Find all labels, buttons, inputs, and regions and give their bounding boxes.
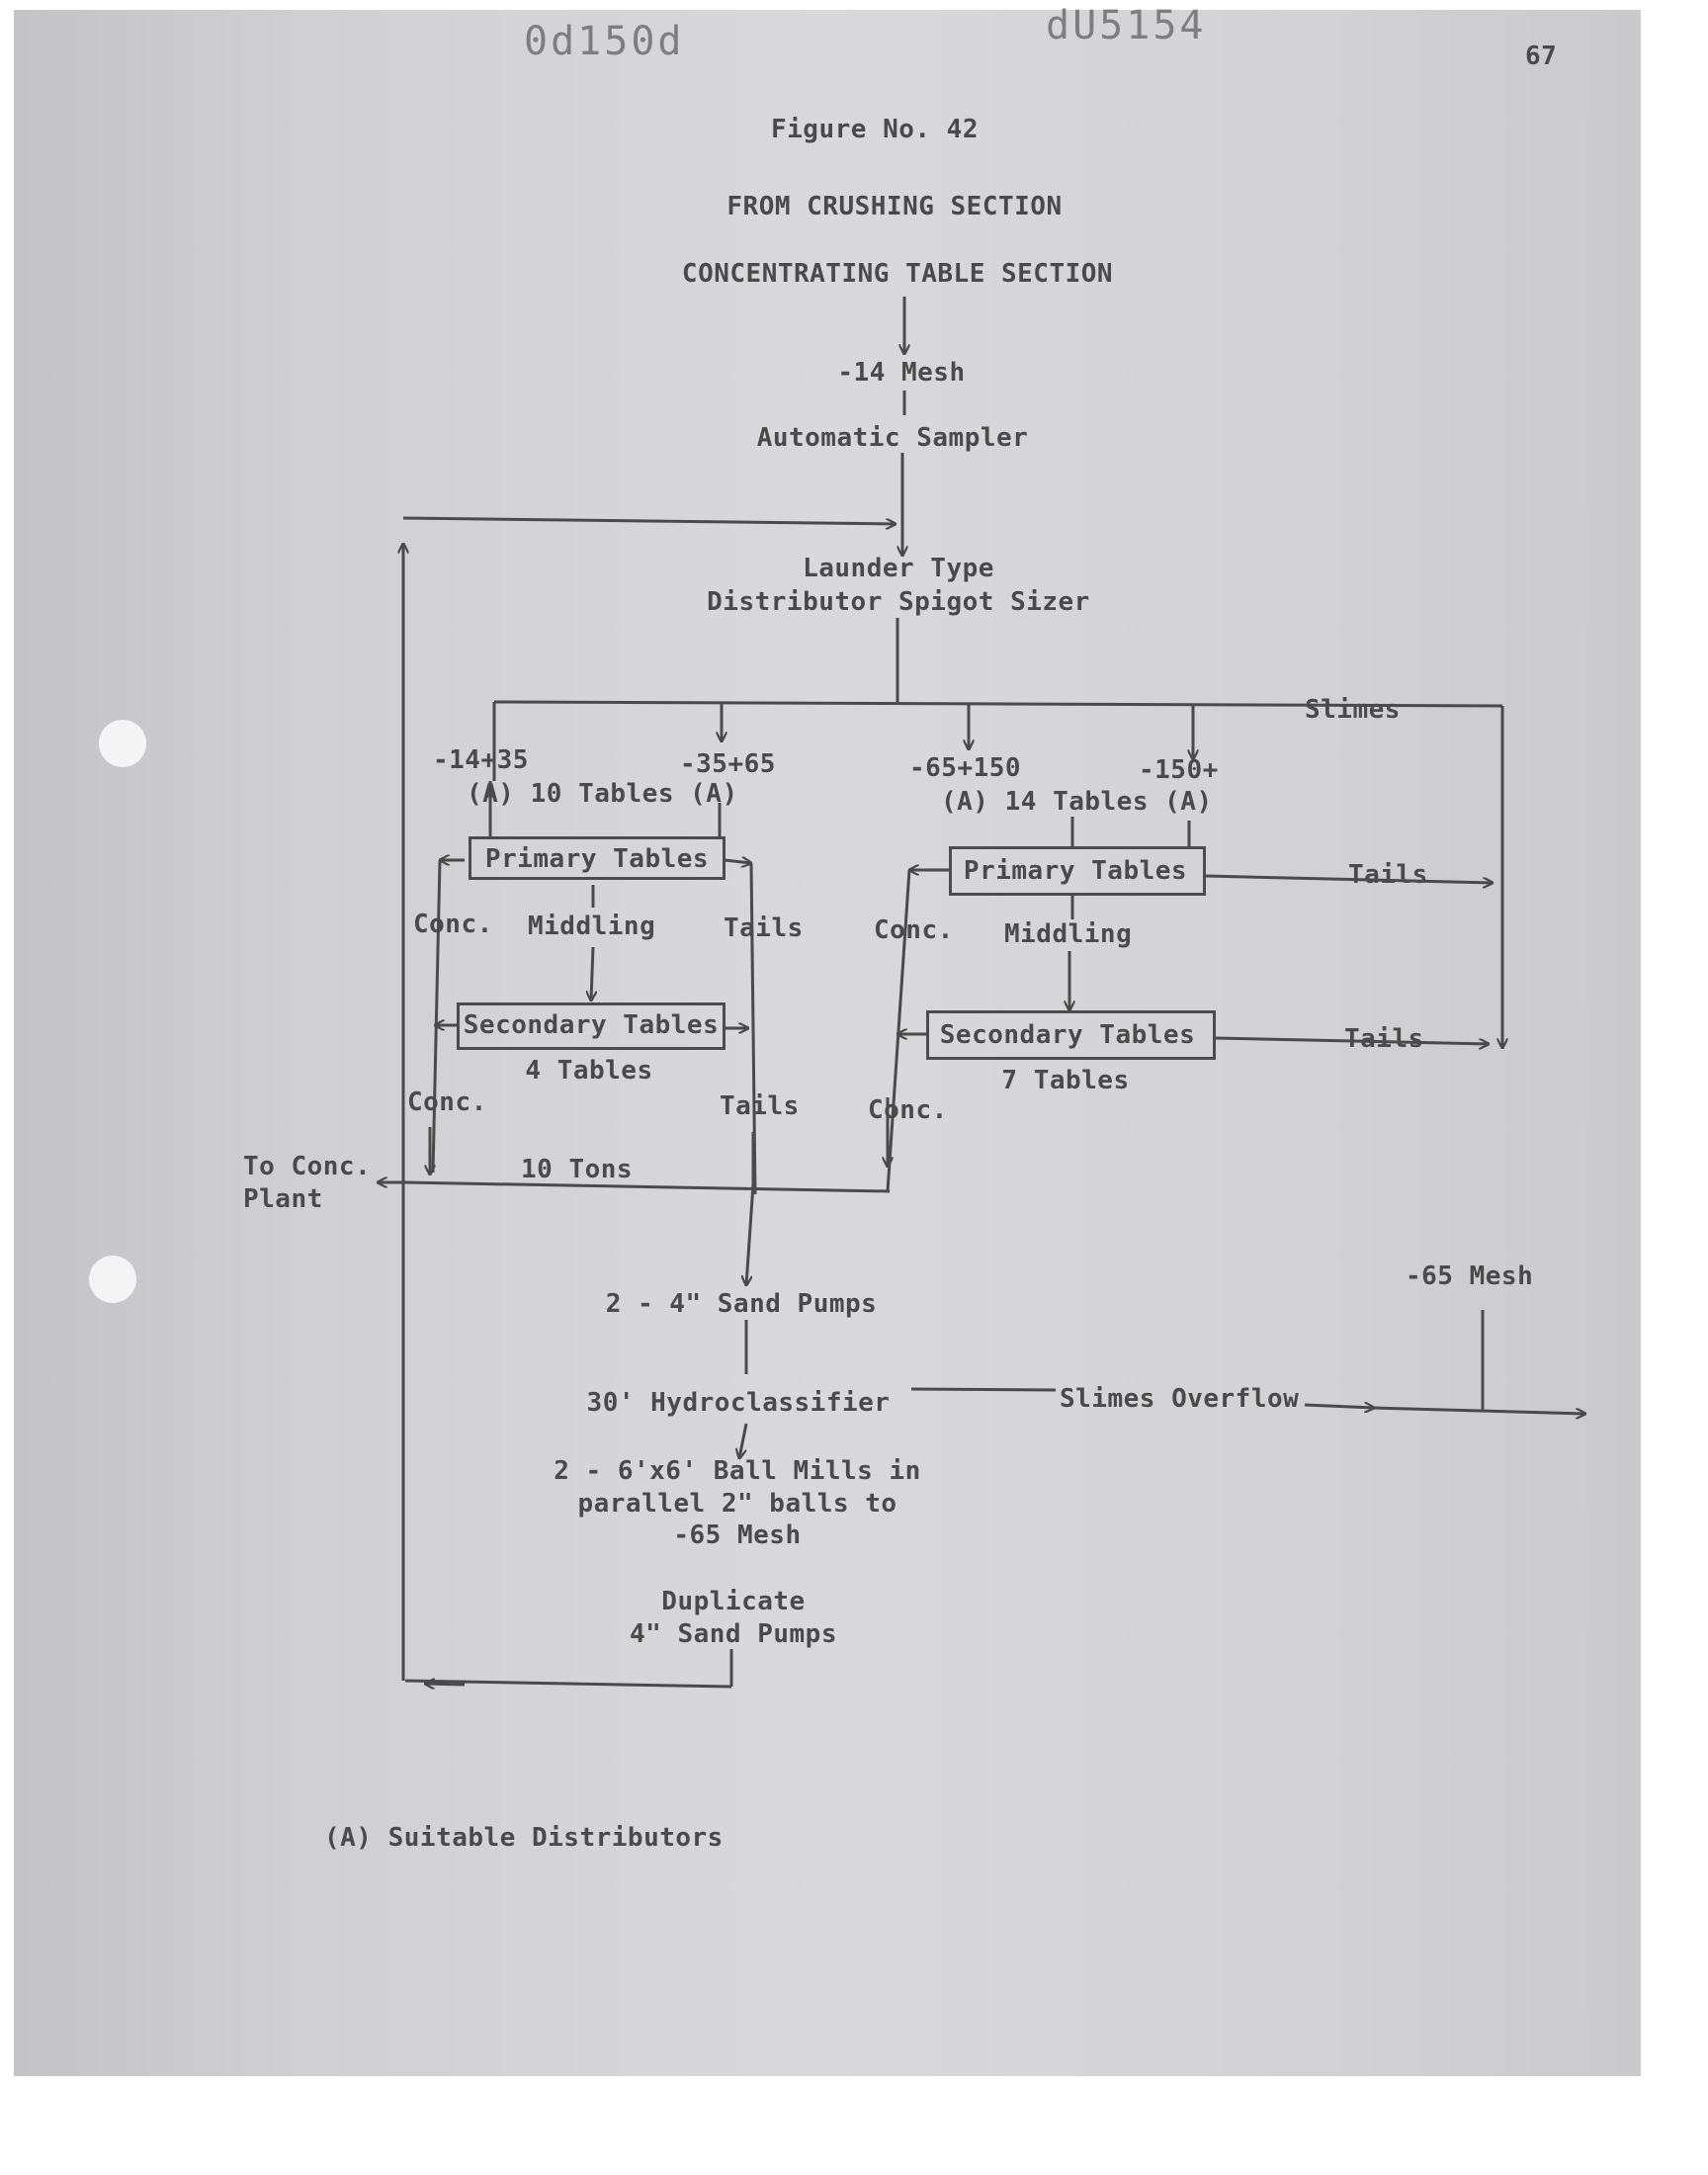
label-left-tables-count: (A) 10 Tables (A) [467, 779, 738, 809]
label-left-size-a: -14+35 [433, 745, 529, 775]
label-right-secondary-count: 7 Tables [1001, 1066, 1130, 1095]
label-left-secondary: Secondary Tables [463, 1010, 720, 1040]
label-left-middling: Middling [528, 912, 656, 941]
label-right-size-a: -65+150 [909, 753, 1022, 783]
figure-title: Figure No. 42 [771, 115, 979, 144]
label-slimes: Slimes [1305, 695, 1401, 725]
document-sheet [14, 10, 1641, 2076]
label-hydroclassifier: 30' Hydroclassifier [586, 1388, 891, 1418]
label-mesh-65: -65 Mesh [1406, 1262, 1534, 1291]
right-primary-box [949, 846, 1206, 896]
label-duplicate-pumps: Duplicate 4" Sand Pumps [630, 1587, 837, 1649]
label-right-tables-count: (A) 14 Tables (A) [941, 787, 1213, 817]
archive-stamp-right: dU5154 [1046, 3, 1207, 48]
label-left-conc-2: Conc. [407, 1088, 487, 1117]
label-right-secondary: Secondary Tables [939, 1020, 1196, 1050]
label-right-conc: Conc. [874, 915, 954, 945]
label-right-middling: Middling [1004, 919, 1133, 949]
label-right-tails-2: Tails [1344, 1024, 1424, 1054]
archive-stamp-left: 0d150d [524, 19, 685, 64]
label-left-tails-2: Tails [720, 1091, 800, 1121]
heading-concentrating: CONCENTRATING TABLE SECTION [681, 259, 1114, 289]
footnote-distributors: (A) Suitable Distributors [324, 1823, 724, 1853]
label-left-conc: Conc. [413, 910, 493, 939]
left-primary-box [469, 836, 726, 880]
label-sand-pumps: 2 - 4" Sand Pumps [605, 1289, 878, 1319]
heading-from-crushing: FROM CRUSHING SECTION [726, 192, 1063, 221]
label-right-tails: Tails [1348, 860, 1428, 890]
label-to-conc-plant: To Conc. Plant [243, 1152, 372, 1214]
label-right-conc-2: Conc. [868, 1095, 948, 1125]
label-automatic-sampler: Automatic Sampler [756, 423, 1029, 453]
label-sizer-line2: Distributor Spigot Sizer [707, 587, 1090, 617]
page-number: 67 [1525, 42, 1558, 71]
right-secondary-box [926, 1010, 1216, 1060]
label-tons: 10 Tons [521, 1155, 634, 1184]
label-left-secondary-count: 4 Tables [525, 1056, 653, 1086]
label-right-size-b: -150+ [1139, 755, 1219, 785]
left-secondary-box [457, 1002, 726, 1050]
punch-hole-bottom [89, 1256, 136, 1303]
label-left-size-b: -35+65 [680, 749, 776, 779]
label-ball-mills: 2 - 6'x6' Ball Mills in parallel 2" ball… [554, 1456, 921, 1550]
punch-hole-top [99, 720, 146, 767]
label-left-primary: Primary Tables [484, 844, 710, 874]
label-right-primary: Primary Tables [963, 856, 1188, 886]
label-left-tails: Tails [724, 914, 804, 943]
label-sizer-line1: Launder Type [803, 554, 994, 583]
label-slimes-overflow: Slimes Overflow [1060, 1384, 1300, 1414]
label-mesh-14: -14 Mesh [837, 358, 966, 388]
